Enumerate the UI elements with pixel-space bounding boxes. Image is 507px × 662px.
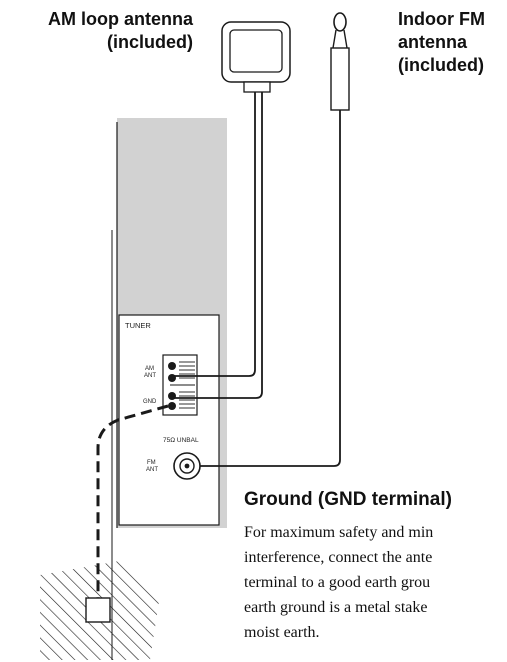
tuner-section-label: TUNER (125, 321, 151, 330)
am-callout-line-1: AM loop antenna (48, 9, 193, 29)
ground-wire (96, 404, 169, 600)
ground-note-line-5: moist earth. (244, 624, 320, 641)
fm-impedance-label: 75Ω UNBAL (163, 437, 199, 444)
ground-note-line-1: For maximum safety and min (244, 524, 434, 541)
fm-terminal-label-line1: FM (147, 460, 156, 466)
am-terminal-post-1 (168, 362, 176, 370)
fm-terminal-label-line2: ANT (146, 467, 158, 473)
tuner-terminal-plate (118, 314, 220, 526)
fm-antenna-loop (333, 12, 347, 32)
am-loop-antenna-callout: AM loop antenna (included) (48, 8, 193, 54)
fm-antenna-callout: Indoor FM antenna (included) (398, 8, 485, 77)
ground-note-line-4: earth ground is a metal stake (244, 599, 428, 616)
am-antenna-lead-2 (172, 92, 263, 399)
am-terminal-label-line2: ANT (144, 373, 156, 379)
fm-antenna-body (330, 47, 350, 111)
ground-note-line-2: interference, connect the ante (244, 549, 433, 566)
am-antenna-lead-1 (172, 92, 256, 377)
fm-antenna-neck (332, 29, 348, 49)
am-antenna-stand (243, 81, 271, 93)
terminal-ribs (170, 361, 195, 409)
gnd-terminal-label: GND (143, 399, 157, 405)
fm-callout-line-1: Indoor FM (398, 9, 485, 29)
fm-callout-line-3: (included) (398, 55, 484, 75)
fm-antenna-lead (200, 110, 341, 467)
ground-note-line-3: terminal to a good earth grou (244, 574, 431, 591)
ground-note-body: For maximum safety and min interference,… (244, 520, 507, 645)
ground-stake (85, 597, 111, 623)
ground-note-title: Ground (GND terminal) (244, 489, 452, 510)
am-callout-line-2: (included) (107, 32, 193, 52)
fm-jack-center-pin (184, 463, 190, 469)
am-terminal-label-line1: AM (145, 366, 154, 372)
gnd-terminal-post-2 (168, 402, 176, 410)
fm-callout-line-2: antenna (398, 32, 468, 52)
am-loop-antenna-inner (229, 29, 283, 73)
